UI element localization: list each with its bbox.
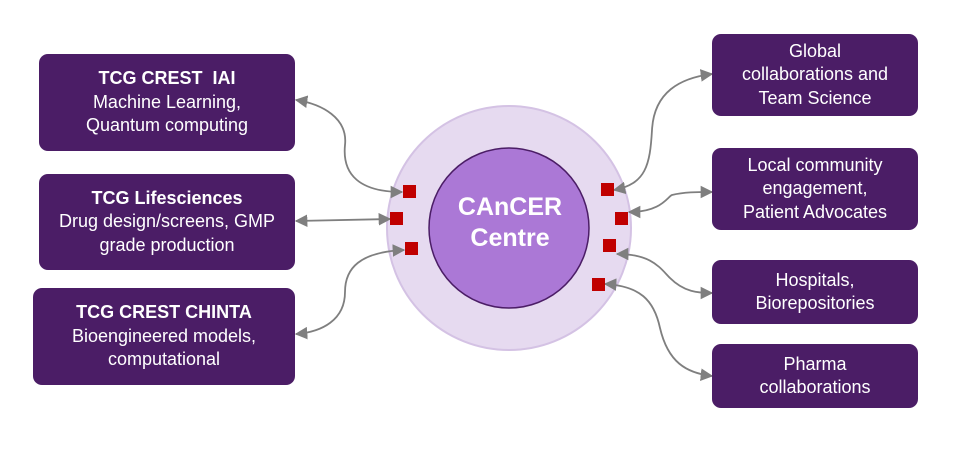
arrow-hospitals [615,247,714,300]
connector-node [592,278,605,291]
box-line: collaborations and [741,64,889,85]
box-line: engagement, [762,178,868,199]
box-line: Machine Learning, [92,91,242,112]
box-tcg-lifesciences: TCG Lifesciences Drug design/screens, GM… [39,174,295,270]
connector-node [603,239,616,252]
box-line: collaborations [759,377,871,397]
inner-circle [428,147,590,309]
connector-node [601,183,614,196]
box-line: Bioengineered models, [71,325,257,346]
arrow-chinta [294,244,406,340]
connector-node [390,212,403,225]
box-line: computational [107,349,221,370]
box-line: Hospitals, [775,269,855,290]
box-line: Quantum computing [85,115,249,136]
arrow-lifesciences [294,212,392,228]
box-local-community: Local community engagement, Patient Advo… [712,148,918,230]
box-line: Local community [747,154,883,175]
box-title: TCG Lifesciences [91,187,243,208]
connector-node [403,185,416,198]
arrow-iai [294,95,404,199]
arrow-global [612,69,714,195]
box-pharma: Pharma collaborations [712,344,918,408]
arrow-local [627,185,714,219]
box-title: TCG CREST IAI [98,68,236,89]
box-tcg-crest-chinta: TCG CREST CHINTA Bioengineered models, c… [33,288,295,385]
connector-node [615,212,628,225]
box-line: Patient Advocates [742,201,888,222]
box-tcg-crest-iai: TCG CREST IAI Machine Learning, Quantum … [39,54,295,151]
box-hospitals: Hospitals, Biorepositories [712,260,918,324]
box-line: Drug design/screens, GMP [58,211,276,232]
arrow-pharma [603,278,714,381]
center-label-line1: CAnCER [457,193,563,221]
box-line: Biorepositories [755,293,875,313]
box-title: TCG CREST CHINTA [76,302,252,323]
center-label: CAnCER Centre [430,192,590,255]
center-label-line2: Centre [470,224,550,253]
box-line: Pharma [783,353,847,374]
box-line: Global [788,40,842,61]
box-line: Team Science [758,87,872,108]
box-line: grade production [99,234,235,255]
connector-node [405,242,418,255]
box-global-collaborations: Global collaborations and Team Science [712,34,918,116]
